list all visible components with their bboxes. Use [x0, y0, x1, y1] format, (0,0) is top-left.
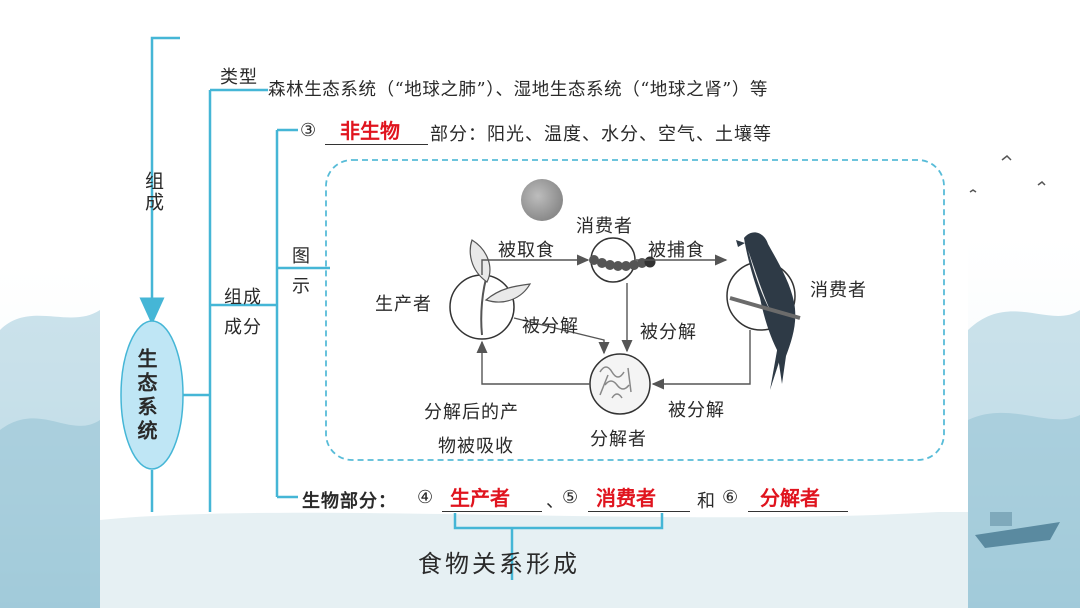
- biotic-answer-5: 消费者: [596, 486, 656, 510]
- edge-decomposed-producer-label: 被分解: [522, 316, 579, 337]
- diagram-label-line2: 示: [292, 276, 311, 297]
- consumer-secondary-label: 消费者: [810, 280, 867, 301]
- diagram-label-line1: 图: [292, 246, 311, 267]
- abiotic-blank: [325, 144, 428, 145]
- biotic-blank-4: [442, 511, 542, 512]
- root-label: 生态系统: [134, 348, 158, 444]
- biotic-blank-6: [748, 511, 848, 512]
- edge-decomposed-bird-label: 被分解: [668, 400, 725, 421]
- biotic-marker-6: ⑥: [722, 487, 740, 508]
- absorb-label-line2: 物被吸收: [438, 436, 514, 457]
- decomposer-circle: [589, 353, 651, 415]
- biotic-marker-4: ④: [417, 487, 435, 508]
- components-label-line2: 成分: [224, 317, 262, 338]
- swallow-icon: [729, 232, 801, 390]
- microbe-icon: [599, 366, 632, 399]
- birds-icon: [969, 154, 1046, 193]
- root-node: [120, 320, 184, 470]
- decomposer-label: 分解者: [590, 429, 647, 450]
- abiotic-answer: 非生物: [340, 119, 400, 143]
- biotic-blank-5: [588, 511, 690, 512]
- food-relation-label: 食物关系形成: [418, 550, 580, 578]
- components-label-line1: 组成: [224, 287, 262, 308]
- biotic-conjunction: 和: [697, 491, 716, 512]
- types-label: 类型: [220, 67, 258, 88]
- abiotic-text: 部分：阳光、温度、水分、空气、土壤等: [430, 124, 772, 145]
- diagram-dashed-box: [325, 159, 945, 461]
- caterpillar-icon: [589, 255, 656, 271]
- absorb-label-line1: 分解后的产: [424, 402, 519, 423]
- producer-label: 生产者: [375, 294, 432, 315]
- plant-icon: [469, 239, 532, 336]
- edge-hunted-label: 被捕食: [648, 240, 705, 261]
- branch-lines: [139, 36, 664, 580]
- composition-branch-label: 组成: [142, 171, 164, 213]
- biotic-marker-5: ⑤: [562, 487, 580, 508]
- biotic-prefix: 生物部分：: [302, 491, 397, 512]
- biotic-answer-6: 分解者: [760, 486, 820, 510]
- edge-eaten-label: 被取食: [498, 240, 555, 261]
- boat-icon: [975, 512, 1060, 548]
- consumer-primary-label: 消费者: [576, 216, 633, 237]
- biotic-separator: 、: [546, 491, 565, 512]
- types-text: 森林生态系统（“地球之肺”）、湿地生态系统（“地球之肾”）等: [268, 80, 769, 100]
- sun-icon: [521, 179, 563, 221]
- flow-arrows: [476, 254, 751, 390]
- biotic-answer-4: 生产者: [450, 486, 510, 510]
- abiotic-marker: ③: [300, 120, 318, 141]
- content-panel: [100, 0, 968, 512]
- edge-decomposed-consumer-label: 被分解: [640, 322, 697, 343]
